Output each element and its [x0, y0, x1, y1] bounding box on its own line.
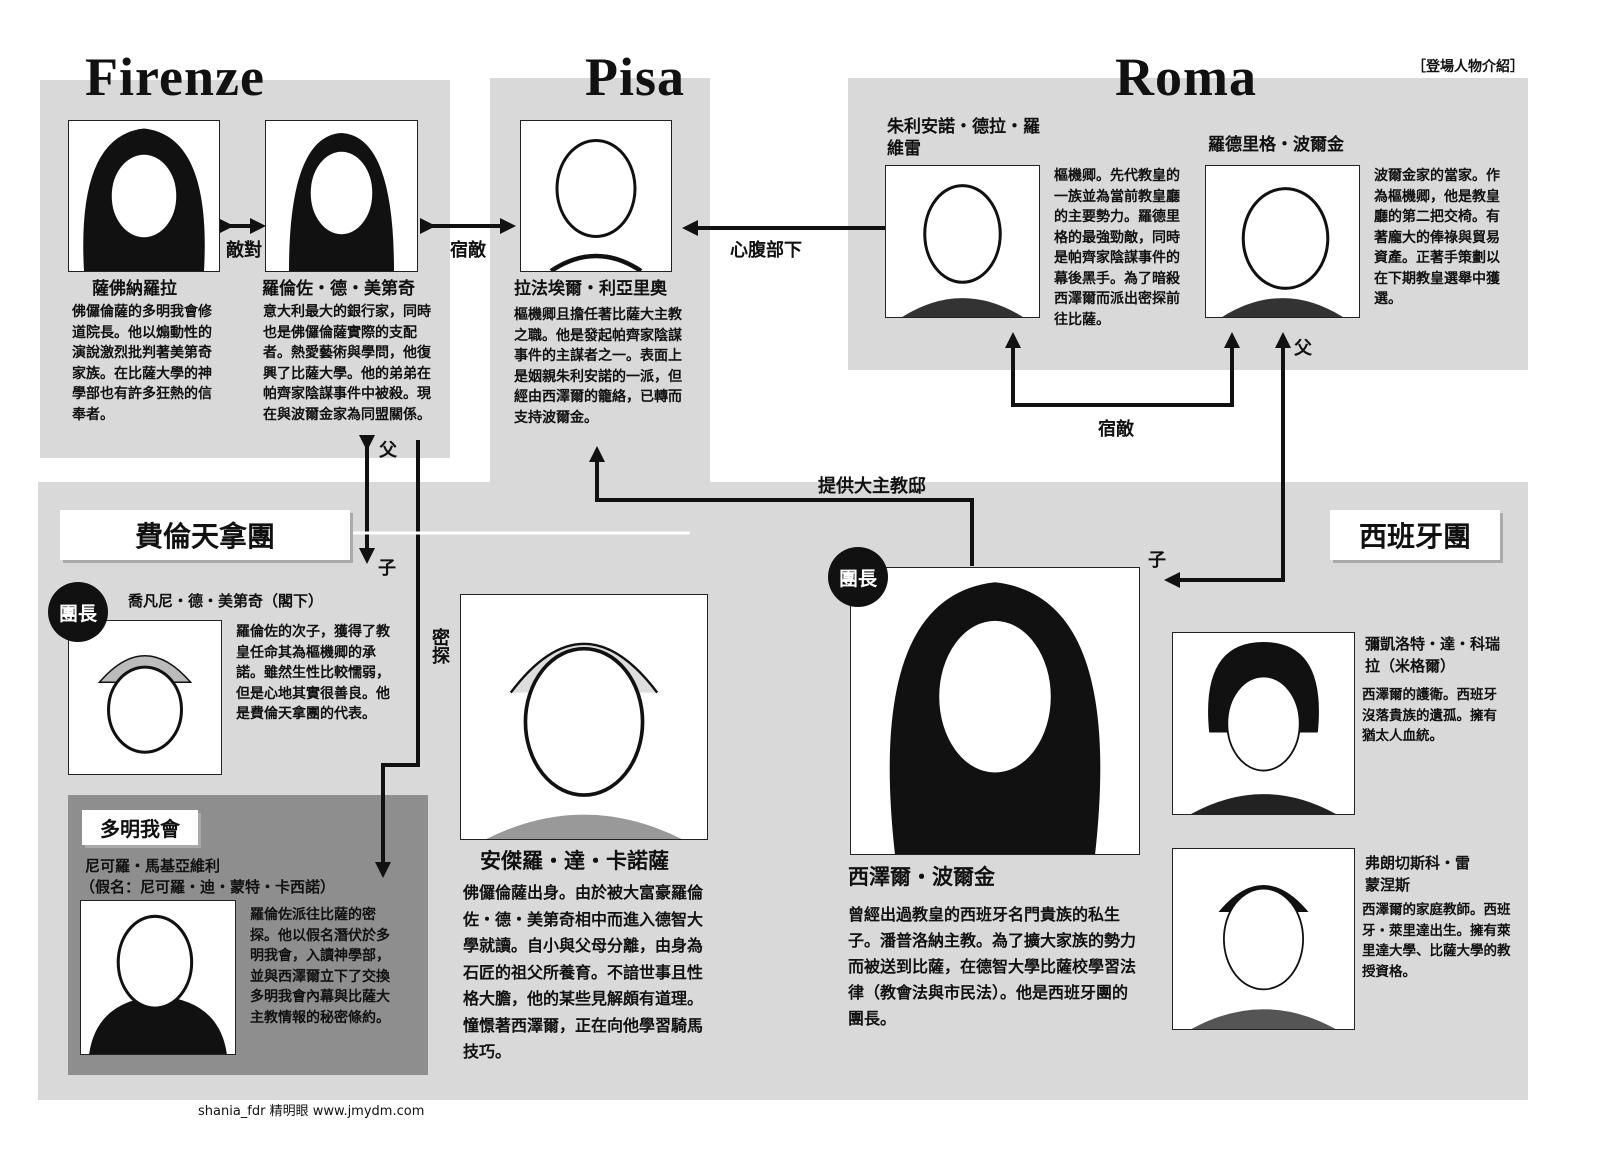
desc-giovanni: 羅倫佐的次子，獲得了教皇任命其為樞機卿的承諾。雖然生性比較懦弱，但是心地其實很善… [236, 624, 390, 722]
name-angelo: 安傑羅・達・卡諾薩 [480, 848, 669, 873]
portrait-giuliano [885, 165, 1040, 318]
relation-father-lorenzo: 父 [379, 440, 397, 461]
portrait-niccolo [80, 900, 236, 1055]
alias-niccolo: （假名：尼可羅・迪・蒙特・卡西諾） [80, 878, 336, 896]
arrow-residence [589, 446, 974, 566]
city-title-roma: Roma [1115, 47, 1257, 107]
name-cesare: 西澤爾・波爾金 [848, 864, 995, 889]
arrow-spy [375, 440, 420, 878]
name-miguel: 彌凱洛特・達・科瑞拉（米格爾） [1365, 635, 1501, 675]
portrait-lorenzo [265, 120, 418, 272]
desc-angelo: 佛儸倫薩出身。由於被大富豪羅倫佐・德・美第奇相中而進入德智大學就讀。自小與父母分… [463, 883, 704, 1061]
relation-son-cesare: 子 [1148, 550, 1166, 571]
footer-watermark: shania_fdr 精明眼 www.jmydm.com [198, 1104, 425, 1119]
leader-badge-cesare: 團長 [828, 547, 888, 607]
portrait-raffaele [520, 120, 672, 272]
name-rodrigo: 羅德里格・波爾金 [1208, 135, 1344, 155]
desc-savonarola: 佛儸倫薩的多明我會修道院長。他以煽動性的演說激烈批判著美第奇家族。在比薩大學的神… [72, 304, 212, 423]
portrait-giovanni [68, 620, 222, 775]
portrait-rodrigo [1205, 165, 1360, 318]
name-francesco: 弗朗切斯科・雷蒙涅斯 [1365, 854, 1471, 894]
relation-subordinate: 心腹部下 [730, 240, 802, 261]
header-label: ［登場人物介紹］ [1412, 59, 1524, 75]
portrait-cesare [850, 567, 1140, 855]
relation-rival-roma: 宿敵 [1098, 419, 1134, 440]
arrow-rival-roma [1011, 340, 1234, 407]
desc-miguel: 西澤爾的護衛。西班牙沒落貴族的遺孤。擁有猶太人血統。 [1362, 687, 1497, 744]
relation-spy: 密探 [429, 628, 450, 664]
group-dominican: 多明我會 [82, 810, 198, 845]
name-giovanni: 喬凡尼・德・美第奇（閣下） [128, 592, 324, 610]
desc-rodrigo: 波爾金家的當家。作為樞機卿，他是教皇廳的第二把交椅。有著龐大的俸祿與貿易資產。正… [1374, 168, 1500, 307]
desc-niccolo: 羅倫佐派往比薩的密探。他以假名潛伏於多明我會，入讀神學部，並與西澤爾立下了交換多… [250, 907, 390, 1026]
portrait-francesco [1172, 848, 1355, 1030]
city-title-pisa: Pisa [585, 47, 686, 107]
portrait-miguel [1172, 632, 1355, 815]
name-raffaele: 拉法埃爾・利亞里奧 [514, 279, 667, 299]
desc-francesco: 西澤爾的家庭教師。西班牙・萊里達出生。擁有萊里達大學、比薩大學的教授資格。 [1362, 902, 1511, 980]
name-lorenzo: 羅倫佐・德・美第奇 [262, 279, 415, 299]
relation-son-giovanni: 子 [378, 558, 396, 579]
leader-badge-giovanni: 團長 [48, 582, 108, 642]
desc-lorenzo: 意大利最大的銀行家，同時也是佛儸倫薩實際的支配者。熱愛藝術與學問，他復興了比薩大… [263, 304, 431, 423]
name-niccolo: 尼可羅・馬基亞維利 [85, 857, 221, 875]
group-ferrante: 費倫天拿團 [60, 510, 350, 560]
name-giuliano: 朱利安諾・德拉・羅維雷 [887, 117, 1040, 159]
city-title-firenze: Firenze [85, 47, 265, 107]
desc-raffaele: 樞機卿且擔任著比薩大主教之職。他是發起帕齊家陰謀事件的主謀者之一。表面上是姻親朱… [514, 307, 682, 426]
portrait-savonarola [68, 120, 220, 272]
relation-father-rodrigo: 父 [1294, 338, 1312, 359]
portrait-angelo [460, 594, 708, 840]
group-spain: 西班牙團 [1330, 510, 1500, 560]
arrow-rodrigo-cesare [1164, 345, 1285, 588]
desc-cesare: 曾經出過教皇的西班牙名門貴族的私生子。潘普洛納主教。為了擴大家族的勢力而被送到比… [848, 905, 1137, 1028]
name-savonarola: 薩佛納羅拉 [92, 279, 177, 299]
desc-giuliano: 樞機卿。先代教皇的一族並為當前教皇廳的主要勢力。羅德里格的最強勁敵，同時是帕齊家… [1054, 168, 1180, 328]
relation-enemy: 敵對 [226, 240, 262, 261]
relation-rival-pisa: 宿敵 [450, 240, 486, 261]
relation-residence: 提供大主教邸 [818, 476, 926, 497]
